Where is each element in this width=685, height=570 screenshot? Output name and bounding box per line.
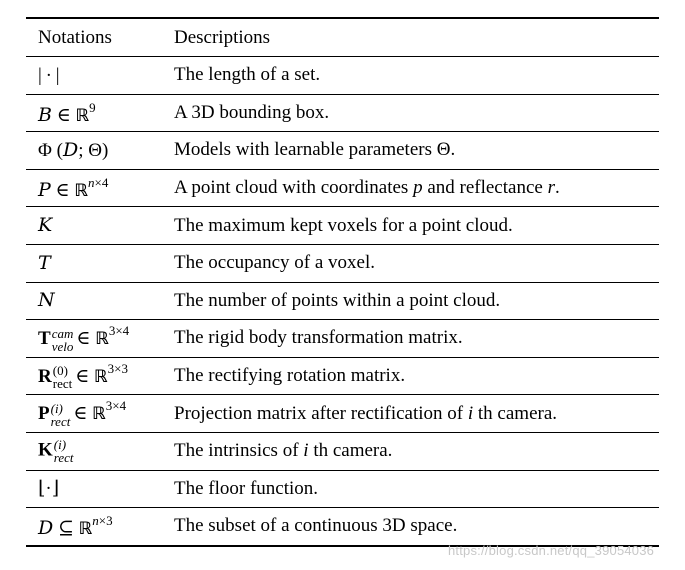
description-cell: The subset of a continuous 3D space. <box>174 515 458 537</box>
table-row: D ⊆ ℝn×3 The subset of a continuous 3D s… <box>26 508 659 545</box>
rule <box>26 281 659 283</box>
watermark: https://blog.csdn.net/qq_39054036 <box>448 543 655 558</box>
rule <box>26 206 659 208</box>
table-row: K(i)rect The intrinsics of i th camera. <box>26 433 659 470</box>
table-row: K The maximum kept voxels for a point cl… <box>26 207 659 244</box>
rule <box>26 356 659 358</box>
table-row: P(i)rect∈ ℝ3×4 Projection matrix after r… <box>26 395 659 432</box>
description-cell: Models with learnable parameters Θ. <box>174 139 456 161</box>
notation-cell: D ⊆ ℝn×3 <box>38 513 113 540</box>
description-text: . <box>554 177 560 199</box>
notation-cell: B ∈ ℝ9 <box>38 99 96 126</box>
header-descriptions: Descriptions <box>174 26 271 48</box>
notation-table: Notations Descriptions | · | The length … <box>26 17 659 547</box>
description-cell: Projection matrix after rectification of… <box>174 403 659 425</box>
header-row: Notations Descriptions <box>26 19 659 56</box>
notation-cell: Φ (D; Θ) <box>38 138 109 161</box>
description-cell: The rectifying rotation matrix. <box>174 365 406 387</box>
description-var: p <box>413 177 423 199</box>
description-cell: The floor function. <box>174 477 319 499</box>
rule <box>26 56 659 57</box>
rule <box>26 394 659 396</box>
rule <box>26 507 659 509</box>
description-text: th camera. <box>308 440 393 462</box>
description-text: A point cloud with coordinates <box>174 177 414 199</box>
table-row: | · | The length of a set. <box>26 57 659 94</box>
rule <box>26 93 659 95</box>
description-cell: The intrinsics of i th camera. <box>174 440 659 462</box>
notation-cell: N <box>38 289 55 312</box>
rule <box>26 469 659 471</box>
table-row: B ∈ ℝ9 A 3D bounding box. <box>26 95 659 132</box>
top-rule <box>26 17 659 19</box>
description-text: th camera. <box>473 402 558 424</box>
rule <box>26 168 659 170</box>
notation-cell: T <box>38 251 51 274</box>
rule <box>26 319 659 321</box>
rule <box>26 243 659 245</box>
description-cell: The length of a set. <box>174 64 321 86</box>
table-row: N The number of points within a point cl… <box>26 283 659 320</box>
description-text: Projection matrix after rectification of <box>174 402 468 424</box>
description-var: i <box>467 402 474 424</box>
table-row: T The occupancy of a voxel. <box>26 245 659 282</box>
description-cell: The maximum kept voxels for a point clou… <box>174 214 513 236</box>
notation-cell: | · | <box>38 64 60 86</box>
header-notations: Notations <box>38 27 112 48</box>
description-var: r <box>547 177 555 199</box>
description-cell: A 3D bounding box. <box>174 101 330 123</box>
rule <box>26 431 659 433</box>
notation-cell: P ∈ ℝn×4 <box>38 175 109 202</box>
notation-cell: K(i)rect <box>38 437 74 466</box>
description-text: and reflectance <box>422 177 548 199</box>
notation-cell: R(0)rect∈ ℝ3×3 <box>38 360 129 392</box>
table-row: Φ (D; Θ) Models with learnable parameter… <box>26 132 659 169</box>
description-cell: The number of points within a point clou… <box>174 289 501 311</box>
rule <box>26 131 659 133</box>
description-var: i <box>303 440 309 462</box>
table-row: P ∈ ℝn×4 A point cloud with coordinates … <box>26 170 659 207</box>
description-text: The intrinsics of <box>174 440 304 462</box>
description-cell: The occupancy of a voxel. <box>174 252 375 274</box>
bottom-rule <box>26 544 659 547</box>
table-row: ⌊·⌋ The floor function. <box>26 471 659 508</box>
table-row: R(0)rect∈ ℝ3×3 The rectifying rotation m… <box>26 358 659 395</box>
notation-cell: K <box>38 214 53 237</box>
description-cell: The rigid body transformation matrix. <box>174 327 463 349</box>
description-cell: A point cloud with coordinates p and ref… <box>174 177 659 199</box>
notation-cell: ⌊·⌋ <box>38 478 60 500</box>
notation-cell: P(i)rect∈ ℝ3×4 <box>38 398 127 429</box>
